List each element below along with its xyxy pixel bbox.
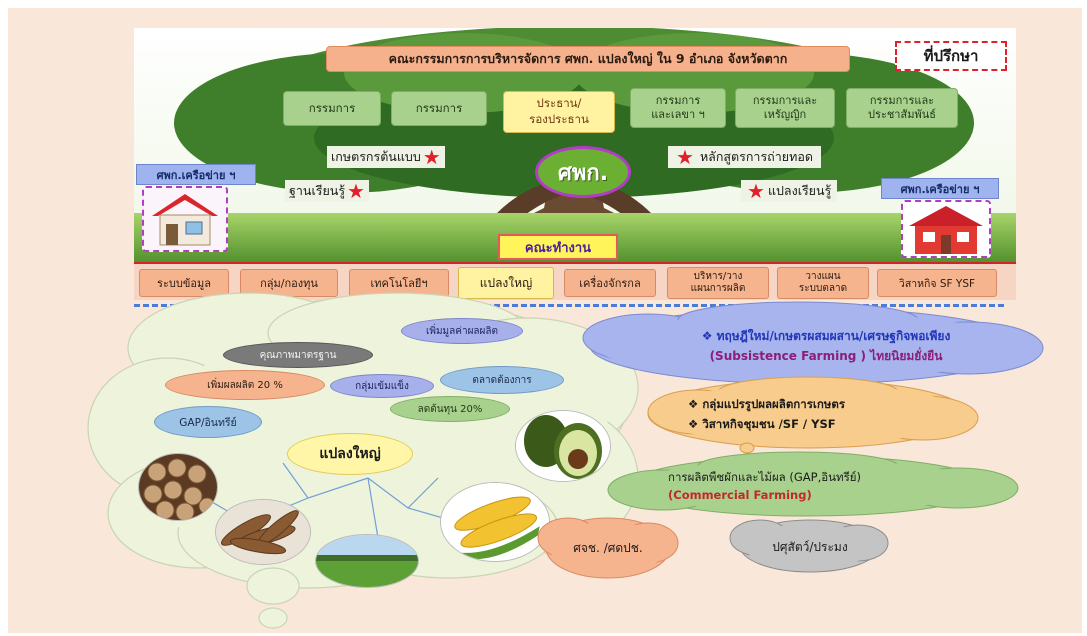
- learning-base-label: ฐานเรียนรู้ ★: [285, 180, 369, 202]
- processing-line-1: ❖ กลุ่มแปรรูปผลผลิตการเกษตร: [688, 397, 846, 411]
- dashed-separator: [134, 304, 1004, 307]
- working-item-large-plot: แปลงใหญ่: [458, 267, 554, 299]
- chairman-box: ประธาน/ รองประธาน: [503, 91, 615, 133]
- curriculum-text: หลักสูตรการถ่ายทอด: [699, 149, 813, 164]
- network-left-house-frame: [142, 186, 228, 252]
- commercial-line-1: การผลิตพืชผักและไม้ผล (GAP,อินทรีย์): [668, 470, 861, 484]
- house-icon: [152, 194, 218, 246]
- farmer-model-text: เกษตรกรต้นแบบ: [331, 149, 421, 164]
- working-item-market-planning: วางแผน ระบบตลาด: [777, 267, 869, 299]
- theory-line-2: (Subsistence Farming ) ไทยนิยมยั่งยืน: [709, 349, 943, 363]
- seeds-photo: [138, 453, 218, 521]
- corn-photo: [440, 482, 550, 562]
- star-icon: ★: [747, 179, 765, 203]
- network-left-label: ศพก.เครือข่าย ฯ: [136, 164, 256, 185]
- oval-strong-group: กลุ่มเข้มแข็ง: [330, 374, 434, 398]
- working-item-groups-funds: กลุ่ม/กองทุน: [240, 269, 338, 297]
- commercial-cloud-text: การผลิตพืชผักและไม้ผล (GAP,อินทรีย์) (Co…: [668, 468, 968, 506]
- diagram-canvas: คณะกรรมการการบริหารจัดการ ศพก. แปลงใหญ่ …: [8, 8, 1082, 633]
- curriculum-label: ★ หลักสูตรการถ่ายทอด: [668, 146, 821, 168]
- field-photo: [315, 534, 419, 588]
- oval-quality-standard: คุณภาพมาตรฐาน: [223, 342, 373, 368]
- star-icon: ★: [347, 179, 365, 203]
- oval-value-added: เพิ่มมูลค่าผลผลิต: [401, 318, 523, 344]
- center-circle: ศพก.: [535, 146, 631, 198]
- divider-line: [134, 262, 1016, 264]
- farmer-model-label: เกษตรกรต้นแบบ ★: [327, 146, 445, 168]
- network-right-label: ศพก.เครือข่าย ฯ: [881, 178, 999, 199]
- large-plot-center: แปลงใหญ่: [287, 433, 413, 475]
- cassava-photo: [215, 499, 311, 565]
- oval-cost-reduction: ลดต้นทุน 20%: [390, 396, 510, 422]
- working-item-enterprise: วิสาหกิจ SF YSF: [877, 269, 997, 297]
- committee-secretary: กรรมการ และเลขา ฯ: [630, 88, 726, 128]
- header-title: คณะกรรมการการบริหารจัดการ ศพก. แปลงใหญ่ …: [326, 46, 850, 72]
- committee-pr: กรรมการและ ประชาสัมพันธ์: [846, 88, 958, 128]
- learning-plot-text: แปลงเรียนรู้: [767, 183, 832, 198]
- theory-line-1: ❖ ทฤษฎีใหม่/เกษตรผสมผสาน/เศรษฐกิจพอเพียง: [701, 329, 951, 343]
- right-clouds: [537, 301, 1044, 579]
- livestock-text: ปศุสัตว์/ประมง: [772, 539, 848, 554]
- pest-center-text: ศจช. /ศดปช.: [573, 540, 643, 555]
- oval-gap-organic: GAP/อินทรีย์: [154, 406, 262, 438]
- advisor-box: ที่ปรึกษา: [895, 41, 1007, 71]
- working-item-machinery: เครื่องจักรกล: [564, 269, 656, 297]
- house-icon: [909, 206, 983, 254]
- committee-member-2: กรรมการ: [391, 91, 487, 126]
- network-right-house-frame: [901, 200, 991, 258]
- processing-cloud-text: ❖ กลุ่มแปรรูปผลผลิตการเกษตร ❖ วิสาหกิจชุ…: [688, 394, 948, 436]
- star-icon: ★: [676, 145, 694, 169]
- oval-market-demand: ตลาดต้องการ: [440, 366, 564, 394]
- committee-treasurer: กรรมการและ เหรัญญิก: [735, 88, 835, 128]
- commercial-line-2: (Commercial Farming): [668, 488, 812, 502]
- working-item-production-planning: บริหาร/วาง แผนการผลิต: [667, 267, 769, 299]
- oval-yield-increase: เพิ่มผลผลิต 20 %: [165, 370, 325, 400]
- working-item-data-system: ระบบข้อมูล: [139, 269, 229, 297]
- learning-base-text: ฐานเรียนรู้: [289, 183, 346, 198]
- working-group-label: คณะทำงาน: [498, 234, 618, 260]
- committee-member-1: กรรมการ: [283, 91, 381, 126]
- working-item-technology: เทคโนโลยีฯ: [349, 269, 449, 297]
- theory-cloud-text: ❖ ทฤษฎีใหม่/เกษตรผสมผสาน/เศรษฐกิจพอเพียง…: [636, 326, 1016, 370]
- learning-plot-label: ★ แปลงเรียนรู้: [741, 179, 838, 203]
- processing-line-2: ❖ วิสาหกิจชุมชน /SF / YSF: [688, 417, 836, 431]
- star-icon: ★: [422, 145, 441, 169]
- avocado-photo: [515, 410, 611, 482]
